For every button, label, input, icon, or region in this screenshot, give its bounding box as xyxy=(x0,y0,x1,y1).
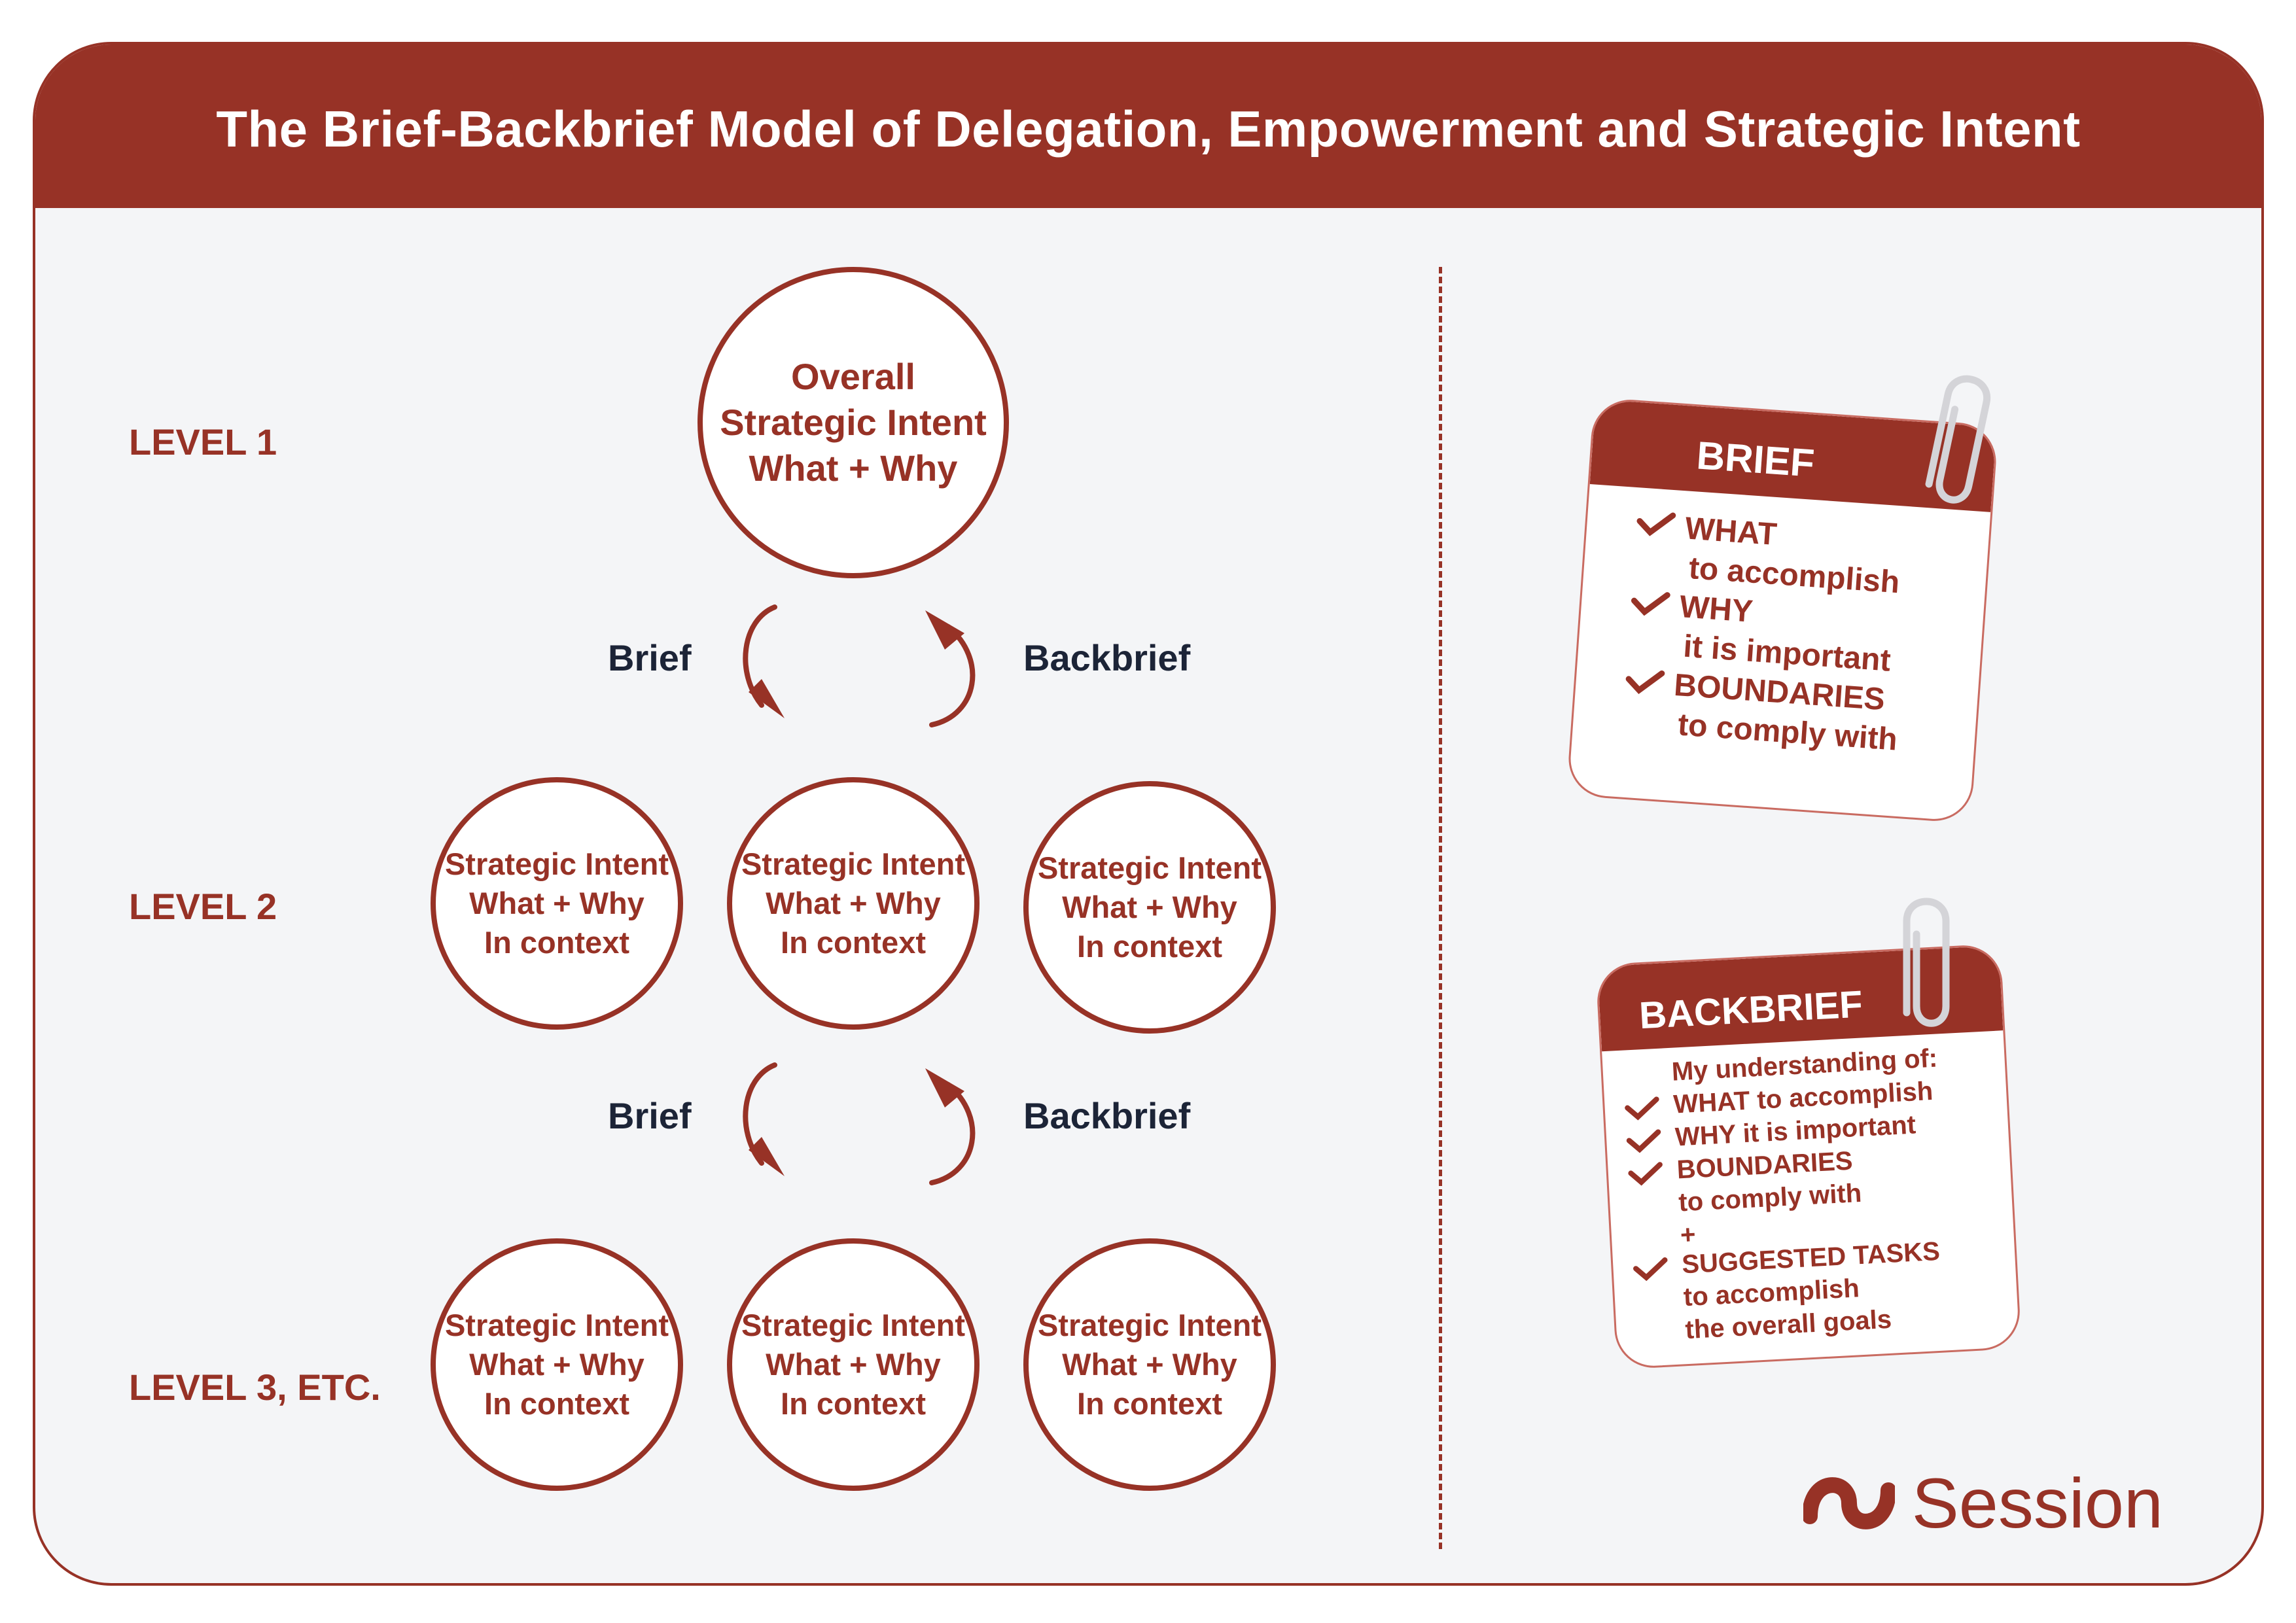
backbrief-card-title: BACKBRIEF xyxy=(1638,983,1864,1038)
node-line: Strategic Intent xyxy=(1037,1308,1262,1342)
backbrief-line: BOUNDARIES xyxy=(1676,1146,1854,1185)
check-icon xyxy=(1633,1257,1668,1282)
check-icon xyxy=(1625,670,1665,695)
brief-arrow-icon xyxy=(743,1062,785,1176)
backbrief-line: to accomplish xyxy=(1682,1274,1860,1312)
brief-arrow-label: Brief xyxy=(608,637,692,678)
level-1-label: LEVEL 1 xyxy=(129,421,277,462)
node-line: What + Why xyxy=(749,447,958,489)
diagram-frame: The Brief-Backbrief Model of Delegation,… xyxy=(33,42,2264,1586)
node-line: Strategic Intent xyxy=(1037,850,1262,885)
node-line: Strategic Intent xyxy=(444,846,669,881)
node-line: What + Why xyxy=(1062,890,1237,924)
check-icon xyxy=(1625,1096,1659,1121)
node-line: In context xyxy=(484,1386,629,1421)
dashed-divider xyxy=(1439,267,1442,1549)
backbrief-arrow-icon xyxy=(925,610,976,727)
node-line: Strategic Intent xyxy=(720,402,987,443)
backbrief-arrow-label: Backbrief xyxy=(1023,637,1191,678)
level-3-node: Strategic Intent What + Why In context xyxy=(431,1238,683,1491)
backbrief-line: to comply with xyxy=(1678,1178,1863,1217)
node-line: In context xyxy=(1077,929,1222,964)
node-line: In context xyxy=(484,925,629,960)
backbrief-line: the overall goals xyxy=(1684,1304,1893,1345)
backbrief-arrow-icon xyxy=(925,1068,976,1185)
level-2-node: Strategic Intent What + Why In context xyxy=(1023,781,1276,1034)
level-2-node: Strategic Intent What + Why In context xyxy=(727,777,980,1030)
check-icon xyxy=(1628,1162,1663,1186)
session-logo: Session xyxy=(1803,1462,2163,1544)
backbrief-arrow-label: Backbrief xyxy=(1023,1095,1191,1136)
node-line: Strategic Intent xyxy=(741,1308,966,1342)
paperclip-icon xyxy=(1925,375,1991,504)
node-line: Strategic Intent xyxy=(444,1308,669,1342)
node-line: In context xyxy=(781,925,926,960)
node-line: What + Why xyxy=(766,886,941,920)
node-line: What + Why xyxy=(469,1347,645,1382)
title-bar: The Brief-Backbrief Model of Delegation,… xyxy=(35,44,2261,208)
brief-item-head: WHAT xyxy=(1684,511,1778,553)
node-line: In context xyxy=(781,1386,926,1421)
brief-arrow-icon xyxy=(743,604,785,718)
brief-item-head: WHY xyxy=(1678,589,1754,629)
node-line: What + Why xyxy=(766,1347,941,1382)
check-icon xyxy=(1631,592,1670,616)
node-line: Overall xyxy=(791,356,915,397)
level-1-node: Overall Strategic Intent What + Why xyxy=(698,267,1009,578)
check-icon xyxy=(1626,1129,1661,1153)
brief-arrow-label: Brief xyxy=(608,1095,692,1136)
node-line: What + Why xyxy=(469,886,645,920)
page-title: The Brief-Backbrief Model of Delegation,… xyxy=(216,99,2081,158)
level-2-node: Strategic Intent What + Why In context xyxy=(431,777,683,1030)
session-logo-text: Session xyxy=(1911,1463,2163,1543)
level-2-label: LEVEL 2 xyxy=(129,886,277,927)
level-3-node: Strategic Intent What + Why In context xyxy=(727,1238,980,1491)
level-3-node: Strategic Intent What + Why In context xyxy=(1023,1238,1276,1491)
brief-card: BRIEF WHAT to accomplish WHY it is impor… xyxy=(1566,397,1999,824)
backbrief-card: BACKBRIEF My understanding of: WHAT to a… xyxy=(1595,943,2022,1370)
node-line: What + Why xyxy=(1062,1347,1237,1382)
level-3-label: LEVEL 3, ETC. xyxy=(129,1367,381,1408)
brief-card-title: BRIEF xyxy=(1695,433,1816,485)
paperclip-icon xyxy=(1903,898,1950,1027)
backbrief-line: SUGGESTED TASKS xyxy=(1681,1236,1941,1280)
backbrief-line: + xyxy=(1679,1220,1697,1250)
check-icon xyxy=(1636,512,1676,536)
session-logo-icon xyxy=(1803,1476,1895,1529)
node-line: In context xyxy=(1077,1386,1222,1421)
node-line: Strategic Intent xyxy=(741,846,966,881)
